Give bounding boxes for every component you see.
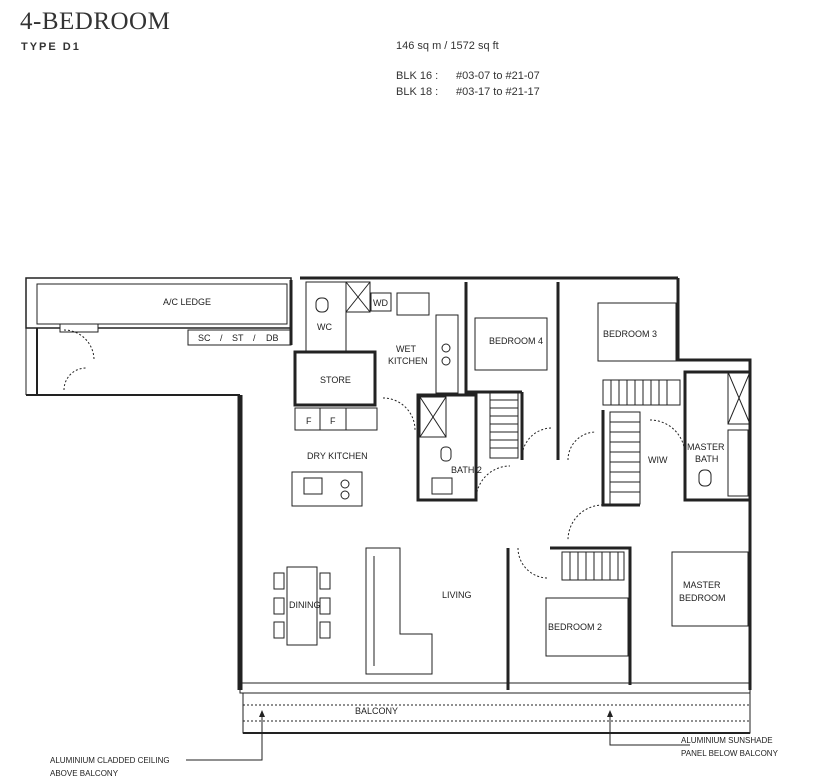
master-bath-toilet [698,469,712,487]
bed4-bed [474,317,548,371]
store-room [293,350,377,407]
master-bed [671,551,749,627]
label-master-bath-1: MASTER [687,442,725,452]
label-st: ST [232,333,244,343]
block-label: BLK 16 : [396,70,439,82]
ac-ledge-inner [36,283,288,325]
label-balcony: BALCONY [355,706,398,716]
balcony-area [242,692,751,734]
living-sofa [365,547,433,675]
block-row: BLK 18 : #03-17 to #21-17 [396,86,540,98]
label-dry-kitchen: DRY KITCHEN [307,451,368,461]
fridge-row [294,407,378,431]
bath2-shower [419,396,447,438]
bath2-toilet [440,446,452,462]
block-label: BLK 18 : [396,86,439,98]
label-bedroom2: BEDROOM 2 [548,622,602,632]
block-units: #03-07 to #21-07 [456,70,540,82]
block-row: BLK 16 : #03-07 to #21-07 [396,70,540,82]
block-units: #03-17 to #21-17 [456,86,540,98]
label-bedroom4: BEDROOM 4 [489,336,543,346]
wardrobe-bed2 [561,551,625,581]
label-slash: / [253,333,256,343]
label-sc: SC [198,333,211,343]
note-ceiling-1: ALUMINIUM CLADDED CEILING [50,756,170,765]
label-store: STORE [320,375,351,385]
ac-ledge-outline [25,277,292,329]
wardrobe-bed3 [602,379,681,406]
label-living: LIVING [442,590,472,600]
label-ac-ledge: A/C LEDGE [163,297,211,307]
unit-area: 146 sq m / 1572 sq ft [396,40,499,52]
kitchen-island [291,471,363,507]
label-wet-kitchen-1: WET [396,344,416,354]
label-wiw: WIW [648,455,668,465]
washer-dryer [370,292,392,312]
label-master-bed-1: MASTER [683,580,721,590]
wc-toilet [315,297,329,313]
wiw-wardrobe [609,411,641,505]
label-db: DB [266,333,279,343]
label-wc: WC [317,322,332,332]
label-bath2: BATH 2 [451,465,482,475]
bed3-bed [597,302,677,362]
label-bedroom3: BEDROOM 3 [603,329,657,339]
note-ceiling-2: ABOVE BALCONY [50,769,119,778]
label-slash: / [220,333,223,343]
label-dining: DINING [289,600,321,610]
label-master-bed-2: BEDROOM [679,593,726,603]
note-sunshade-1: ALUMINIUM SUNSHADE [681,736,773,745]
dining-table [286,566,318,646]
label-fridge: F [306,416,312,426]
bath2-vanity [431,477,453,495]
unit-type: TYPE D1 [21,41,81,53]
master-bath-room [683,370,752,502]
note-sunshade-2: PANEL BELOW BALCONY [681,749,779,758]
master-bath-vanity [727,429,749,497]
master-bath-shower [727,371,751,425]
wc-shower [345,281,371,313]
kitchen-sink [396,292,430,316]
bed2-bed [545,597,629,657]
label-fridge: F [330,416,336,426]
label-master-bath-2: BATH [695,454,718,464]
label-wd: WD [373,298,388,308]
balcony-rail [239,682,751,694]
bath2-room [416,393,478,502]
wet-kitchen-counter [435,314,459,394]
unit-title: 4-BEDROOM [20,8,171,35]
label-wet-kitchen-2: KITCHEN [388,356,428,366]
wc-room [305,281,347,353]
